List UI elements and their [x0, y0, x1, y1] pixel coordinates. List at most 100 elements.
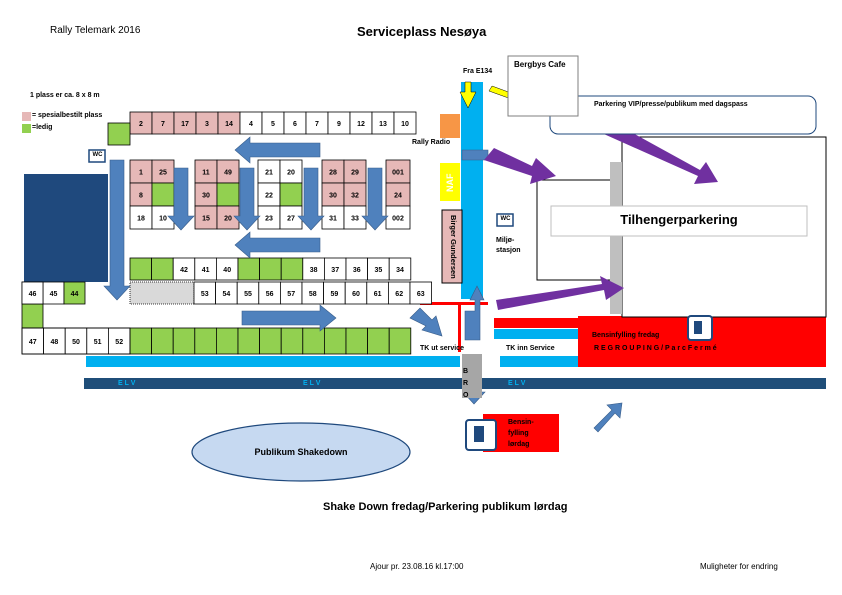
spot-label: 21	[265, 170, 273, 177]
rally-radio-box	[440, 114, 460, 138]
red-line-vertical	[458, 302, 461, 352]
spot-label: 7	[161, 121, 165, 128]
flow-curve-top	[461, 149, 489, 161]
bergbys-cafe-box	[507, 55, 579, 117]
spot-label: 45	[50, 291, 58, 298]
spot-mid	[151, 257, 174, 281]
rally-radio-label: Rally Radio	[412, 139, 451, 146]
flow-arrow-up-tk	[464, 285, 485, 341]
spot-label: 22	[265, 193, 273, 200]
road-main-vertical	[461, 82, 483, 299]
spot-label: 36	[353, 267, 361, 274]
spot-bottom-free	[215, 327, 239, 355]
spot-label: 30	[202, 193, 210, 200]
elv-label-3: E L V	[508, 380, 526, 387]
spot-label: 56	[266, 291, 274, 298]
spot-label: 28	[329, 170, 337, 177]
spot-label: 18	[137, 216, 145, 223]
legend-swatch-free	[22, 124, 31, 133]
publikum-shakedown-label: Publikum Shakedown	[254, 447, 348, 457]
flow-arrow-left-top	[234, 136, 321, 164]
spot-label: 002	[392, 216, 404, 223]
flow-arrow-diag	[593, 402, 623, 433]
legend-swatch-reserved	[22, 112, 31, 121]
flow-arrow-down-3	[297, 167, 325, 231]
spot-free	[107, 122, 131, 146]
spot-label: 37	[331, 267, 339, 274]
spot-mid	[280, 257, 304, 281]
spot-block2	[216, 182, 240, 207]
bro-r: R	[463, 380, 469, 387]
spot-label: 001	[392, 170, 404, 177]
spot-label: 44	[71, 291, 79, 298]
spot-label: 34	[396, 267, 404, 274]
fuel-icon-fredag-inner	[694, 321, 702, 334]
spot-label: 55	[244, 291, 252, 298]
tk-inn-label: TK inn Service	[506, 345, 555, 352]
flow-arrow-right-low	[241, 304, 337, 332]
spot-label: 49	[224, 170, 232, 177]
spot-label: 61	[374, 291, 382, 298]
spot-label: 20	[224, 216, 232, 223]
spot-mid	[388, 257, 412, 281]
elv-label-2: E L V	[303, 380, 321, 387]
spot-label: 13	[379, 121, 387, 128]
bergbys-cafe-label: Bergbys Cafe	[514, 60, 566, 69]
spot-label: 40	[223, 267, 231, 274]
spot-block3	[279, 182, 303, 207]
spot-label: 9	[337, 121, 341, 128]
spot-label: 25	[159, 170, 167, 177]
legend-reserved: = spesialbestilt plass	[32, 112, 103, 119]
spot-bottom-free	[129, 327, 153, 355]
spot-label: 20	[287, 170, 295, 177]
spot-label: 29	[351, 170, 359, 177]
flow-arrow-down-1	[167, 167, 195, 231]
spot-label: 42	[180, 267, 188, 274]
spot-label: 4	[249, 121, 253, 128]
spot-label: 10	[159, 216, 167, 223]
spot-mid	[259, 257, 282, 281]
spot-label: 59	[331, 291, 339, 298]
spot-label: 14	[225, 121, 233, 128]
spot-bottom-free	[194, 327, 217, 355]
spot-label: 2	[139, 121, 143, 128]
spot-label: 27	[287, 216, 295, 223]
fra-e134-label: Fra E134	[463, 68, 493, 75]
spot-label: 47	[29, 339, 37, 346]
purple-arrow-trailer	[484, 148, 556, 184]
spot-bottom-free	[259, 327, 282, 355]
spot-top	[393, 111, 417, 135]
spot-label: 52	[115, 339, 123, 346]
spot-label: 35	[375, 267, 383, 274]
flow-arrow-down-left	[103, 159, 131, 301]
spot-block1	[151, 182, 175, 207]
spot-label: 10	[401, 121, 409, 128]
birger-box	[441, 209, 463, 284]
spot-bottom-free	[367, 327, 390, 355]
yellow-arrow-down	[459, 81, 477, 109]
spot-bottom-free	[323, 327, 347, 355]
page-title: Serviceplass Nesøya	[357, 24, 487, 39]
spot-label: 48	[51, 339, 59, 346]
road-right-strip	[494, 329, 578, 339]
spot-label: 17	[181, 121, 189, 128]
muligheter-label: Muligheter for endring	[700, 562, 778, 571]
spot-label: 12	[357, 121, 365, 128]
spot-label: 32	[351, 193, 359, 200]
spot-label: 24	[394, 193, 402, 200]
spot-label: 38	[310, 267, 318, 274]
spot-label: 7	[315, 121, 319, 128]
spot-bottom-free	[388, 327, 412, 355]
spot-bottom-free	[280, 327, 304, 355]
event-name: Rally Telemark 2016	[50, 25, 141, 36]
spot-bottom-free	[302, 327, 325, 355]
spot-mid	[129, 257, 153, 281]
purple-arrow-trailer-low	[496, 276, 624, 310]
flow-arrow-tk-out	[409, 307, 443, 337]
vip-parking-label: Parkering VIP/presse/publikum med dagspa…	[594, 101, 748, 108]
bro-o: O	[463, 392, 469, 399]
flow-arrow-down-4	[361, 167, 389, 231]
spot-lower-right	[409, 281, 433, 305]
